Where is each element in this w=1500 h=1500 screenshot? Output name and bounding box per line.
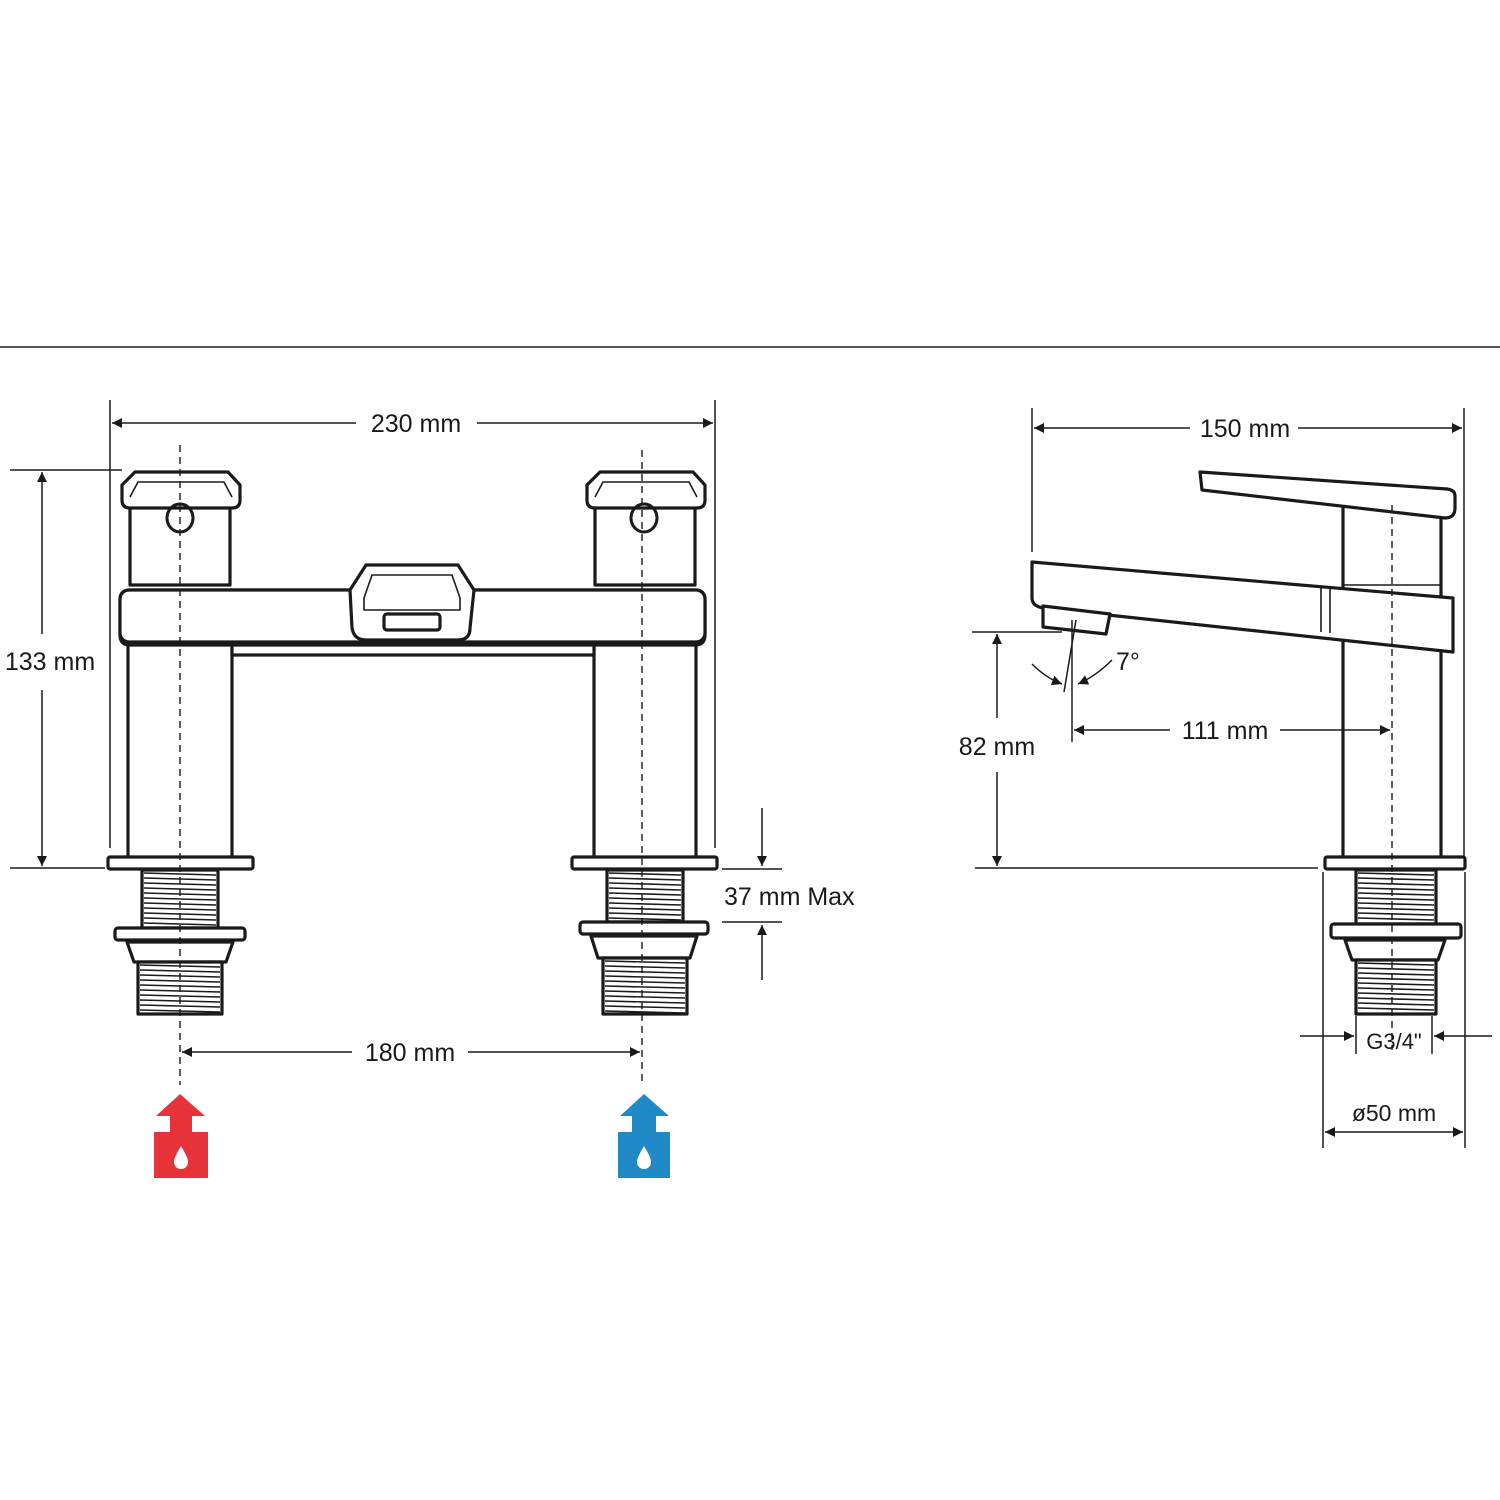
dim-overall-width: 230 mm [371, 410, 461, 438]
cold-water-inlet-icon [618, 1094, 670, 1178]
dim-centres: 180 mm [365, 1039, 455, 1067]
dim-spout-reach: 111 mm [1182, 717, 1269, 745]
dim-base-diameter: ø50 mm [1352, 1100, 1436, 1126]
side-view: 7° 150 mm 82 mm 111 mm G3/4" ø50 mm [959, 408, 1492, 1148]
cold-handle [585, 470, 707, 587]
side-body-column [1341, 503, 1443, 862]
cold-base-plate [570, 855, 719, 871]
side-lever [1198, 470, 1457, 520]
dim-deck-thickness: 37 mm Max [724, 883, 855, 911]
dim-spout-height: 82 mm [959, 733, 1035, 761]
side-base-plate [1323, 855, 1467, 871]
hot-handle [120, 470, 242, 587]
hot-water-inlet-icon [154, 1094, 208, 1178]
dim-thread: G3/4" [1366, 1029, 1422, 1054]
dim-side-depth: 150 mm [1200, 415, 1290, 443]
front-view: 230 mm 133 mm 180 mm 37 mm Max [5, 400, 855, 1178]
side-spout [1030, 560, 1455, 654]
cold-leg [592, 628, 698, 860]
bridge-spout [348, 563, 476, 642]
dim-spout-angle: 7° [1116, 648, 1140, 676]
side-aerator [1041, 604, 1112, 636]
dim-height: 133 mm [5, 648, 95, 676]
